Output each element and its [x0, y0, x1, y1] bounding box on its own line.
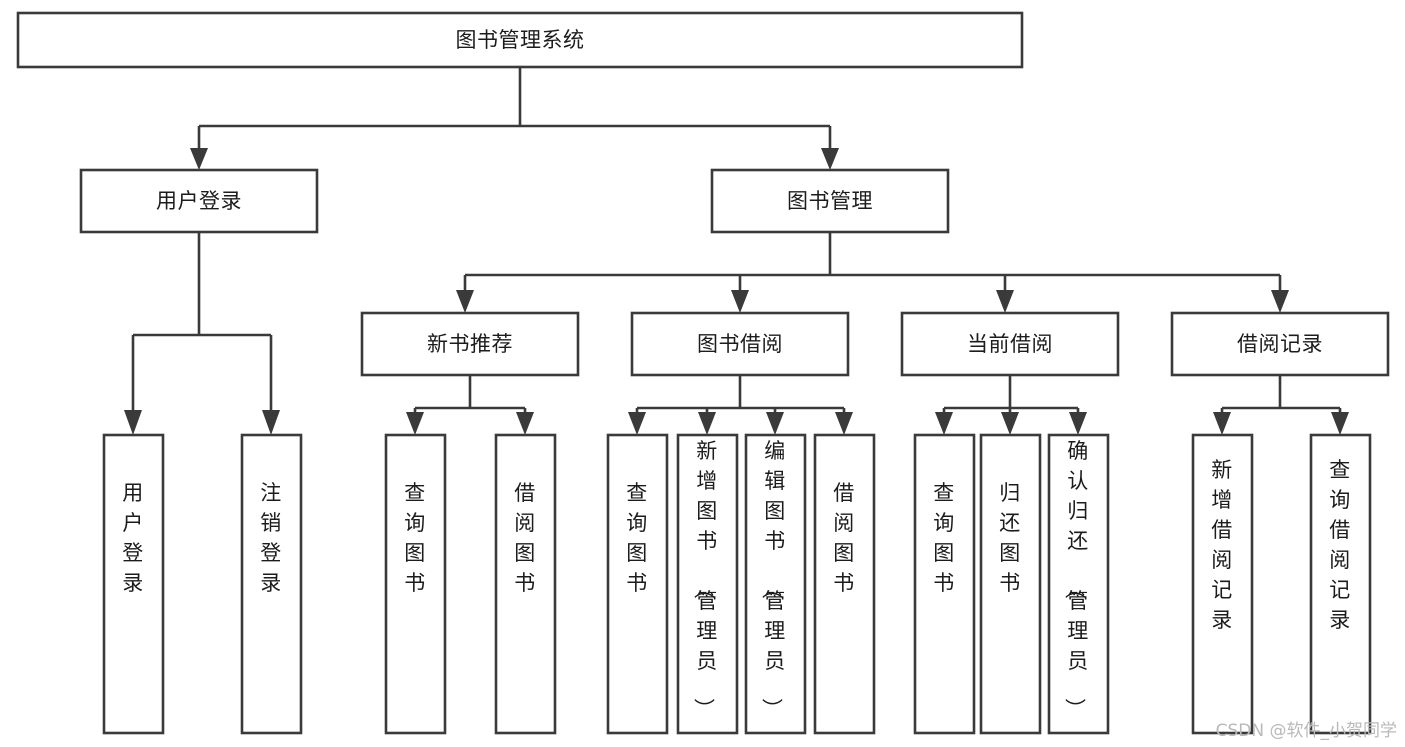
node-user-login-box[interactable]	[79, 168, 319, 234]
arrow-bb-leaf-1	[628, 412, 646, 435]
leaf-add-book[interactable]: 新增图书（管理员）	[676, 433, 739, 735]
leaf-borrow-book-1[interactable]: 借阅图书	[494, 433, 557, 735]
node-current-borrow-label: 当前借阅	[967, 332, 1053, 356]
leaf-add-record[interactable]: 新增借阅记录	[1191, 433, 1254, 735]
leaf-add-record-label: 新增借阅记录	[1211, 458, 1233, 632]
leaf-borrow-book-1-label: 借阅图书	[514, 481, 536, 595]
leaf-borrow-book-2-label: 借阅图书	[833, 481, 855, 595]
node-borrow-record-box[interactable]	[1170, 311, 1390, 377]
leaf-query-book-1-label: 查询图书	[404, 481, 426, 595]
leaf-user-login-label: 用户登录	[122, 481, 144, 595]
arrow-cb-leaf-1	[935, 412, 953, 435]
arrow-user-login-leaf-2	[262, 410, 280, 435]
node-new-book-recommend-box[interactable]	[360, 311, 580, 377]
leaf-query-book-3[interactable]: 查询图书	[913, 433, 976, 735]
node-root-box[interactable]	[16, 11, 1024, 69]
node-book-manage-box[interactable]	[710, 168, 950, 234]
arrow-root-to-user-login	[190, 148, 208, 170]
leaf-user-login-box[interactable]	[102, 433, 165, 735]
arrow-br-leaf-2	[1331, 412, 1349, 435]
leaf-confirm-return-box[interactable]	[1047, 433, 1110, 735]
arrow-br-leaf-1	[1213, 412, 1231, 435]
leaf-query-book-3-box[interactable]	[913, 433, 976, 735]
leaf-return-book[interactable]: 归还图书	[979, 433, 1042, 735]
leaf-borrow-book-2[interactable]: 借阅图书	[813, 433, 876, 735]
leaf-borrow-book-2-box[interactable]	[813, 433, 876, 735]
node-borrow-record[interactable]: 借阅记录	[1170, 311, 1390, 377]
leaf-edit-book[interactable]: 编辑图书（管理员）	[744, 433, 807, 735]
node-user-login-label: 用户登录	[156, 189, 242, 213]
leaf-return-book-label: 归还图书	[999, 481, 1021, 595]
connectors-current-borrow	[935, 375, 1087, 435]
arrow-bb-leaf-2	[698, 412, 716, 435]
connectors-root	[190, 67, 839, 170]
arrow-nbr-leaf-1	[406, 412, 424, 435]
leaf-add-record-box[interactable]	[1191, 433, 1254, 735]
connectors-borrow-record	[1213, 375, 1349, 435]
arrow-bm-to-borrow-record	[1271, 290, 1289, 313]
arrow-bb-leaf-4	[835, 412, 853, 435]
leaf-edit-book-label: 编辑图书（管理员）	[759, 439, 786, 720]
leaf-query-record[interactable]: 查询借阅记录	[1309, 433, 1372, 735]
node-borrow-record-label: 借阅记录	[1237, 332, 1323, 356]
connectors-user-login	[124, 232, 280, 435]
leaf-add-book-box[interactable]	[676, 433, 739, 735]
leaf-user-logout-label: 注销登录	[260, 481, 282, 595]
connectors-book-manage	[456, 232, 1289, 313]
node-book-manage[interactable]: 图书管理	[710, 168, 950, 234]
node-current-borrow-box[interactable]	[900, 311, 1120, 377]
arrow-bm-to-book-borrow	[731, 290, 749, 313]
leaf-user-logout[interactable]: 注销登录	[240, 433, 303, 735]
leaf-query-record-label: 查询借阅记录	[1329, 458, 1351, 632]
arrow-cb-leaf-3	[1069, 412, 1087, 435]
leaf-confirm-return-label: 确认归还（管理员）	[1062, 439, 1089, 720]
arrow-cb-leaf-2	[1001, 412, 1019, 435]
leaf-user-login[interactable]: 用户登录	[102, 433, 165, 735]
leaf-query-book-2-label: 查询图书	[626, 481, 648, 595]
node-root-label: 图书管理系统	[456, 28, 585, 52]
connectors-book-borrow	[628, 375, 853, 435]
node-new-book-recommend[interactable]: 新书推荐	[360, 311, 580, 377]
node-book-borrow-label: 图书借阅	[697, 332, 783, 356]
node-book-borrow[interactable]: 图书借阅	[630, 311, 850, 377]
node-book-manage-label: 图书管理	[787, 189, 873, 213]
arrow-root-to-book-manage	[821, 148, 839, 170]
arrow-user-login-leaf-1	[124, 410, 142, 435]
arrow-nbr-leaf-2	[516, 412, 534, 435]
node-book-borrow-box[interactable]	[630, 311, 850, 377]
arrow-bb-leaf-3	[766, 412, 784, 435]
leaf-user-logout-box[interactable]	[240, 433, 303, 735]
leaf-add-book-label: 新增图书（管理员）	[691, 439, 718, 720]
node-new-book-recommend-label: 新书推荐	[427, 332, 513, 356]
leaf-edit-book-box[interactable]	[744, 433, 807, 735]
node-user-login[interactable]: 用户登录	[79, 168, 319, 234]
leaf-return-book-box[interactable]	[979, 433, 1042, 735]
connectors-new-book-recommend	[406, 375, 534, 435]
leaf-query-book-1-box[interactable]	[384, 433, 447, 735]
leaf-query-book-2[interactable]: 查询图书	[606, 433, 669, 735]
leaf-query-record-box[interactable]	[1309, 433, 1372, 735]
arrow-bm-to-current-borrow	[996, 290, 1014, 313]
arrow-bm-to-new-book	[456, 290, 474, 313]
leaf-confirm-return[interactable]: 确认归还（管理员）	[1047, 433, 1110, 735]
leaf-borrow-book-1-box[interactable]	[494, 433, 557, 735]
csdn-watermark: CSDN @软件_小贺同学	[1215, 721, 1397, 741]
node-root[interactable]: 图书管理系统	[16, 11, 1024, 69]
node-current-borrow[interactable]: 当前借阅	[900, 311, 1120, 377]
leaf-query-book-3-label: 查询图书	[933, 481, 955, 595]
leaf-query-book-1[interactable]: 查询图书	[384, 433, 447, 735]
leaf-query-book-2-box[interactable]	[606, 433, 669, 735]
